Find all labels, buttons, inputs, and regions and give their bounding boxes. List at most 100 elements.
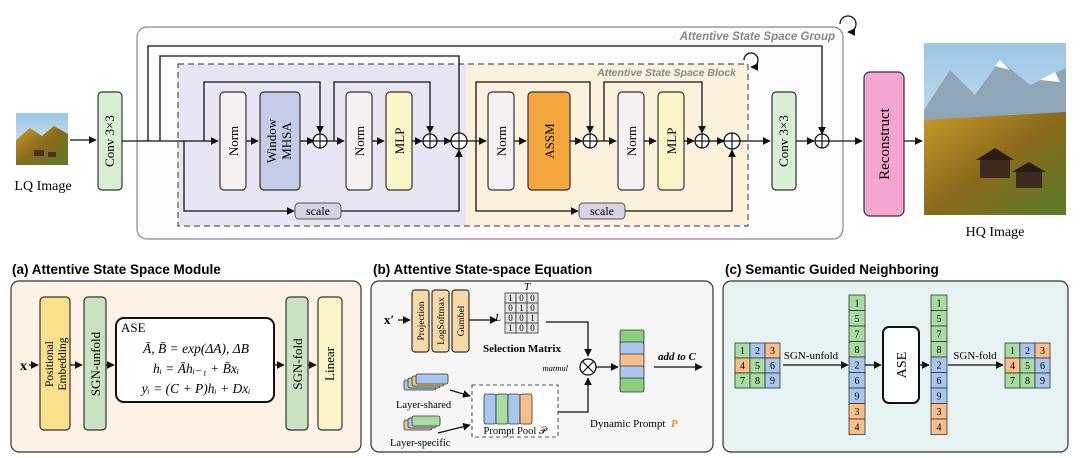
grid-cell-value: 5 xyxy=(1025,361,1030,372)
matrix-cell-value: 0 xyxy=(519,313,524,323)
sequence-cell-value: 1 xyxy=(855,299,860,310)
scale-label-2: scale xyxy=(590,204,614,218)
grid-cell-value: 4 xyxy=(740,361,745,372)
panel-c-title: (c) Semantic Guided Neighboring xyxy=(725,262,939,277)
matrix-cell-value: 0 xyxy=(508,303,513,313)
mlp-block-1-label: MLP xyxy=(392,128,407,155)
layer-shared-stack xyxy=(403,373,449,391)
sequence-cell-value: 7 xyxy=(937,330,942,341)
add-to-label: add to C xyxy=(658,351,697,363)
reconstruct-label: Reconstruct xyxy=(877,107,893,179)
grid-cell-value: 9 xyxy=(1040,376,1045,387)
hq-image xyxy=(924,43,1066,215)
sgn-unfold-label-c: SGN-unfold xyxy=(784,350,839,362)
mlp-block-2-label: MLP xyxy=(664,128,679,155)
block-label: Attentive State Space Block xyxy=(596,67,737,79)
sequence-cell-value: 9 xyxy=(937,392,942,403)
sequence-cell-value: 1 xyxy=(937,299,942,310)
ase-equation-1: Ā, B̄ = exp(ΔA), ΔB xyxy=(142,341,249,356)
window-mhsa-label-line1: Window xyxy=(264,118,279,163)
grid-cell-value: 8 xyxy=(1025,376,1030,387)
matrix-t-label: T xyxy=(524,281,531,293)
layer-specific-label: Layer-specific xyxy=(390,438,451,449)
grid-cell-value: 6 xyxy=(770,361,775,372)
sequence-cell xyxy=(848,418,866,435)
positional-embedding-line2: Embedding xyxy=(57,337,69,390)
sequence-cell-value: 2 xyxy=(937,361,942,372)
logsoftmax-block xyxy=(431,289,450,353)
panel-a-input: x xyxy=(20,359,27,374)
sgn-fold-label-c: SGN-fold xyxy=(953,350,997,362)
prompt-token xyxy=(619,377,645,393)
matrix-cell-value: 0 xyxy=(519,293,524,303)
layer-specific-stack xyxy=(403,415,441,431)
sequence-cell xyxy=(930,418,948,435)
linear-label: Linear xyxy=(322,346,337,381)
scale-label-1: scale xyxy=(306,204,330,218)
sequence-cell-value: 4 xyxy=(855,423,860,434)
matrix-cell-value: 0 xyxy=(530,303,535,313)
matrix-cell-value: 0 xyxy=(508,313,513,323)
sequence-cell-value: 6 xyxy=(855,376,860,387)
panel-b-input: x′ xyxy=(384,312,394,327)
panel-b-title: (b) Attentive State-space Equation xyxy=(373,262,592,277)
layer-shared-label: Layer-shared xyxy=(396,400,452,411)
sequence-cell-value: 5 xyxy=(937,314,942,325)
norm-block-4-label: Norm xyxy=(624,126,639,156)
group-repeat-icon xyxy=(839,15,857,36)
prompt-token xyxy=(519,393,533,425)
lq-image xyxy=(16,113,68,165)
matrix-cell-value: 1 xyxy=(519,303,524,313)
prompt-token xyxy=(415,373,449,385)
matrix-cell-value: 1 xyxy=(508,323,513,333)
scale-box-1 xyxy=(294,202,342,220)
positional-embedding-line1: Positional xyxy=(44,341,56,387)
projection-label: Projection xyxy=(417,301,427,340)
grid-cell-value: 4 xyxy=(1010,361,1015,372)
grid-cell-value: 2 xyxy=(755,346,760,357)
grid-cell-value: 2 xyxy=(1025,346,1030,357)
hq-image-label: HQ Image xyxy=(966,225,1025,240)
prompt-token xyxy=(483,393,497,425)
prompt-token xyxy=(495,393,509,425)
gumbel-label: Gumbel xyxy=(457,305,467,336)
grid-cell-value: 1 xyxy=(740,346,745,357)
lq-image-label: LQ Image xyxy=(14,179,71,194)
grid-cell-value: 5 xyxy=(755,361,760,372)
norm-block-2-label: Norm xyxy=(352,126,367,156)
group-label: Attentive State Space Group xyxy=(679,31,835,43)
block-repeat-icon xyxy=(743,52,759,71)
assm-block-label: ASSM xyxy=(542,123,557,159)
ase-equation-2: hᵢ = Āhᵢ₋₁ + B̄xᵢ xyxy=(153,361,239,376)
prompt-token xyxy=(411,415,441,427)
sequence-cell-value: 4 xyxy=(937,423,942,434)
prompt-token xyxy=(507,393,521,425)
sequence-cell-value: 3 xyxy=(855,407,860,418)
norm-block-1-label: Norm xyxy=(226,126,241,156)
sequence-cell-value: 8 xyxy=(855,345,860,356)
window-mhsa-label-line2: MHSA xyxy=(279,122,294,160)
matrix-cell xyxy=(526,322,539,334)
sgn-unfold-block-a xyxy=(83,296,107,431)
matrix-cell-value: 1 xyxy=(508,293,513,303)
positional-embedding-block xyxy=(39,296,71,431)
dynamic-prompt-symbol: P xyxy=(671,418,678,430)
reconstruct-block xyxy=(863,71,905,217)
grid-cell-value: 3 xyxy=(770,346,775,357)
ase-label-c: ASE xyxy=(895,352,910,378)
projection-block xyxy=(411,289,430,353)
sgn-unfold-label-a: SGN-unfold xyxy=(88,331,103,396)
dynamic-prompt-stack xyxy=(619,329,645,393)
grid-cell-value: 6 xyxy=(1040,361,1045,372)
sequence-cell-value: 2 xyxy=(855,361,860,372)
grid-cell-value: 7 xyxy=(1010,376,1015,387)
panel-a-title: (a) Attentive State Space Module xyxy=(12,262,221,277)
sequence-cell-value: 6 xyxy=(937,376,942,387)
sequence-cell-value: 7 xyxy=(855,330,860,341)
ase-equation-3: yᵢ = (C + P)hᵢ + Dxᵢ xyxy=(140,381,251,396)
